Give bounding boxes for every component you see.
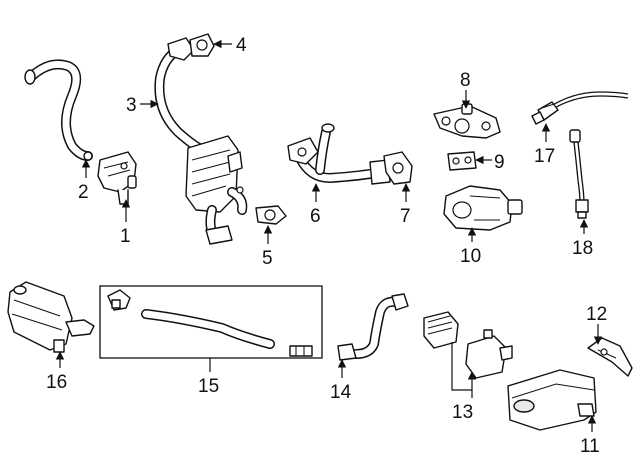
callout-labels: 1 2 3 4 5 6 7 8 9 10 11 12 13 14 15 16 1…: [46, 35, 607, 457]
part-18-oxygen-sensor[interactable]: [569, 129, 589, 219]
callout-1: 1: [120, 226, 131, 247]
callout-10: 10: [460, 246, 481, 267]
callout-2: 2: [78, 182, 89, 203]
callout-4: 4: [236, 35, 247, 56]
part-15-kit-box[interactable]: [99, 285, 323, 359]
callout-13: 13: [452, 402, 473, 423]
part-17-oxygen-sensor[interactable]: [531, 91, 629, 125]
part-10-egr-valve[interactable]: [443, 185, 523, 231]
part-12-bracket[interactable]: [587, 337, 633, 377]
part-13-solenoids[interactable]: [423, 311, 513, 379]
leader-13-bracket: [451, 342, 472, 391]
callout-9: 9: [494, 152, 505, 173]
part-16-canister[interactable]: [7, 281, 95, 353]
callout-7: 7: [400, 206, 411, 227]
part-1-vacuum-valve[interactable]: [97, 151, 137, 205]
callout-18: 18: [572, 238, 593, 259]
part-2-vacuum-hose[interactable]: [24, 59, 93, 161]
callout-16: 16: [46, 372, 67, 393]
part-14-pipe[interactable]: [337, 293, 409, 361]
part-8-valve-adapter[interactable]: [433, 103, 501, 139]
callout-12: 12: [586, 304, 607, 325]
callout-14: 14: [330, 382, 352, 403]
part-11-charcoal-canister[interactable]: [507, 369, 597, 431]
callout-5: 5: [262, 248, 273, 269]
leader-lines: [55, 39, 603, 432]
part-5-gasket[interactable]: [255, 205, 287, 225]
part-9-gasket[interactable]: [447, 151, 477, 171]
part-3-egr-cooler[interactable]: [154, 37, 248, 245]
callout-8: 8: [460, 70, 471, 91]
part-4-gasket[interactable]: [189, 33, 215, 57]
callout-15: 15: [198, 376, 219, 397]
callout-6: 6: [310, 206, 321, 227]
part-7-gasket[interactable]: [383, 151, 413, 185]
callout-17: 17: [534, 146, 555, 167]
part-6-egr-pipe[interactable]: [287, 123, 391, 185]
callout-11: 11: [580, 436, 600, 457]
callout-3: 3: [126, 95, 137, 116]
